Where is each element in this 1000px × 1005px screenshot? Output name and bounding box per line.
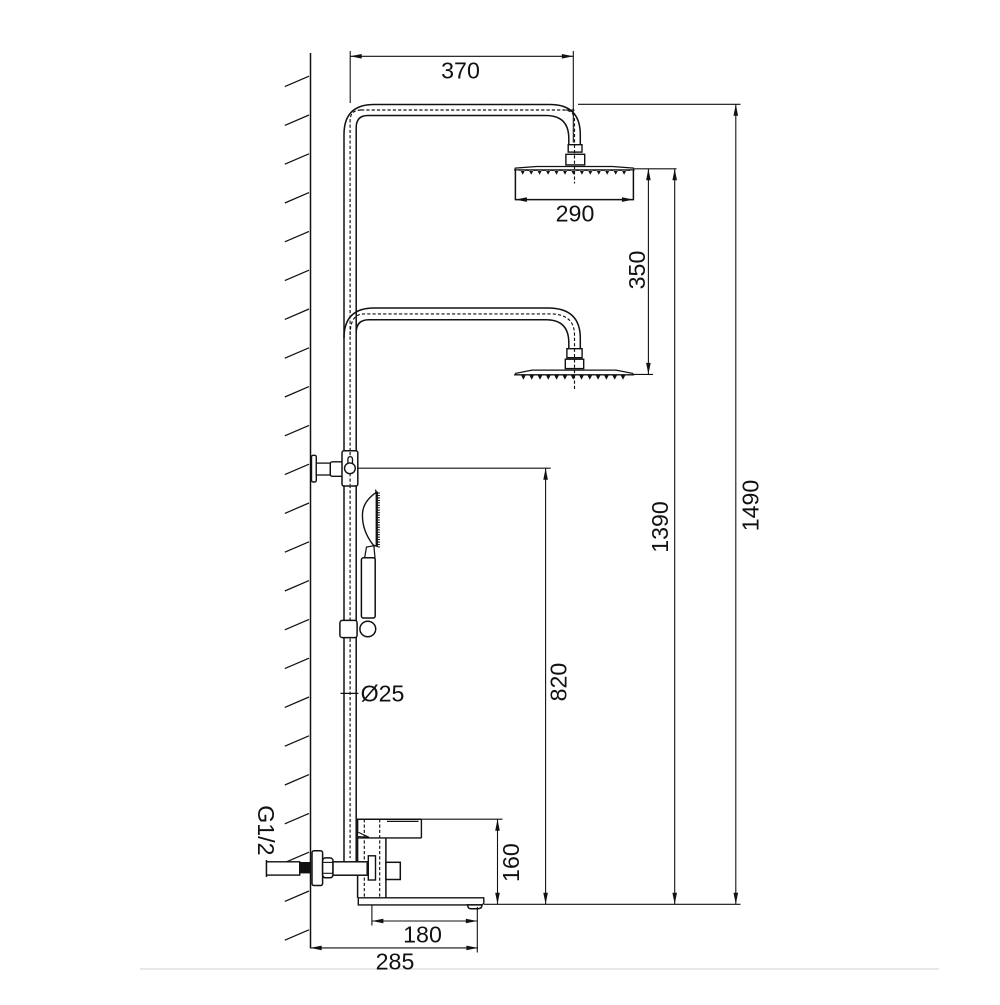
svg-text:290: 290 bbox=[556, 200, 595, 226]
svg-text:180: 180 bbox=[403, 922, 442, 948]
svg-text:370: 370 bbox=[441, 58, 480, 84]
svg-text:G1/2: G1/2 bbox=[253, 805, 279, 855]
svg-text:350: 350 bbox=[624, 251, 650, 290]
svg-text:160: 160 bbox=[498, 843, 524, 882]
svg-text:1490: 1490 bbox=[738, 480, 764, 532]
svg-text:820: 820 bbox=[546, 663, 572, 702]
svg-text:285: 285 bbox=[376, 949, 415, 975]
svg-text:1390: 1390 bbox=[647, 501, 673, 553]
svg-text:Ø25: Ø25 bbox=[361, 680, 405, 706]
